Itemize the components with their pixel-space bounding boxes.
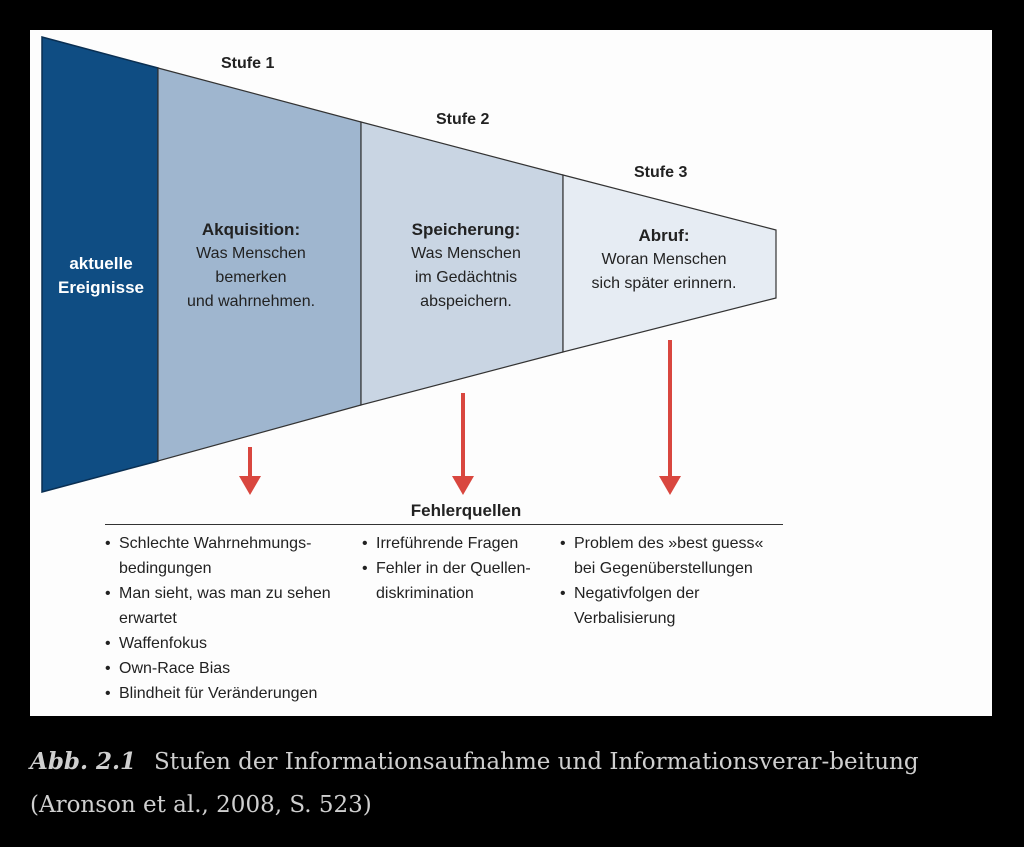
stage-1-description: Akquisition: Was Menschen bemerken und w… — [187, 218, 315, 314]
errors-list-stage-3: Problem des »best guess« bei Gegenüberst… — [560, 531, 785, 631]
errors-list-stage-2: Irreführende Fragen Fehler in der Quelle… — [362, 531, 552, 606]
stage-3-description: Abruf: Woran Menschen sich später erinne… — [592, 224, 737, 296]
list-item: Blindheit für Veränderungen — [105, 681, 355, 706]
stage-line: Woran Menschen — [601, 251, 727, 268]
list-item: Irreführende Fragen — [362, 531, 552, 556]
stage-line: sich später erinnern. — [591, 275, 737, 292]
list-item: Problem des »best guess« bei Gegenüberst… — [560, 531, 785, 581]
events-label-line: aktuelle — [69, 254, 133, 273]
caption-label: Abb. 2.1 — [30, 748, 137, 775]
arrow-down-icon — [239, 447, 261, 495]
stage-line: und wahrnehmen. — [186, 293, 316, 310]
stage-3-label: Stufe 3 — [634, 164, 688, 181]
list-item: Man sieht, was man zu sehen erwartet — [105, 581, 355, 631]
stage-line: Was Menschen — [411, 245, 521, 262]
list-item: Schlechte Wahrnehmungs-bedingungen — [105, 531, 355, 581]
errors-heading: Fehlerquellen — [410, 501, 522, 520]
arrow-down-icon — [452, 393, 474, 495]
list-item: Waffenfokus — [105, 631, 355, 656]
stage-line: im Gedächtnis — [414, 269, 518, 286]
stage-line: bemerken — [215, 269, 287, 286]
stage-title: Speicherung: — [411, 220, 521, 239]
errors-list-stage-1: Schlechte Wahrnehmungs-bedingungen Man s… — [105, 531, 355, 706]
stage-title: Abruf: — [638, 226, 690, 245]
stage-line: Was Menschen — [196, 245, 306, 262]
events-label-line: Ereignisse — [58, 278, 144, 297]
stage-2-label: Stufe 2 — [436, 111, 490, 128]
stage-title: Akquisition: — [201, 220, 301, 239]
list-item: Negativfolgen der Verbalisierung — [560, 581, 785, 631]
divider — [105, 524, 783, 525]
arrow-down-icon — [659, 340, 681, 495]
list-item: Own-Race Bias — [105, 656, 355, 681]
events-label: aktuelle Ereignisse — [58, 252, 144, 300]
stage-1-label: Stufe 1 — [221, 55, 275, 72]
stage-3-segment — [562, 174, 777, 353]
stage-2-description: Speicherung: Was Menschen im Gedächtnis … — [411, 218, 521, 314]
list-item: Fehler in der Quellen-diskrimination — [362, 556, 552, 606]
caption-text: Stufen der Informationsaufnahme und Info… — [30, 749, 919, 818]
stage-line: abspeichern. — [420, 293, 512, 310]
